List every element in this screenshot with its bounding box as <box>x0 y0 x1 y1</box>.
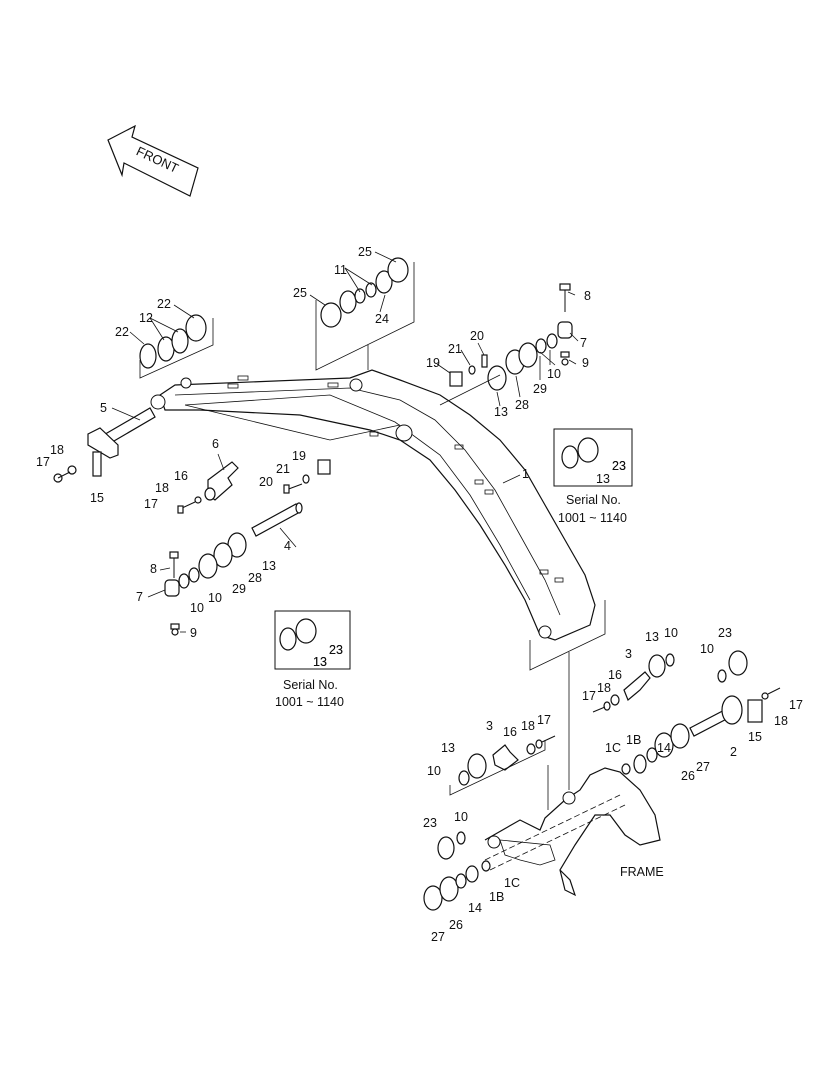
serial-box-upper: 13 23 Serial No. 1001 ~ 1140 <box>553 428 633 525</box>
callout: 20 <box>259 475 273 489</box>
callout: 1B <box>626 733 641 747</box>
lower-left-bushing-group <box>164 532 247 636</box>
callout: 16 <box>608 668 622 682</box>
callout: 23 <box>423 816 437 830</box>
callout: 13 <box>494 405 508 419</box>
right-lower-pin-group <box>592 650 781 775</box>
frame-label: FRAME <box>620 865 664 879</box>
callout: 13 <box>441 741 455 755</box>
callout: 26 <box>449 918 463 932</box>
callout: 9 <box>190 626 197 640</box>
boom-body <box>150 369 596 641</box>
callout: 10 <box>190 601 204 615</box>
callout: 18 <box>597 681 611 695</box>
serial-item-23: 23 <box>329 643 343 657</box>
callout: 19 <box>426 356 440 370</box>
callout: 5 <box>100 401 107 415</box>
callout: 20 <box>470 329 484 343</box>
frame: FRAME <box>484 767 664 897</box>
callout: 23 <box>718 626 732 640</box>
serial-item-13: 13 <box>313 655 327 669</box>
callout: 10 <box>700 642 714 656</box>
callout: 12 <box>139 311 153 325</box>
bottom-left-bushing-group <box>423 831 491 911</box>
callout: 16 <box>503 725 517 739</box>
callout: 29 <box>232 582 246 596</box>
callout: 8 <box>150 562 157 576</box>
callout: 10 <box>427 764 441 778</box>
callout: 19 <box>292 449 306 463</box>
callout: 23 <box>612 459 626 473</box>
callout: 10 <box>664 626 678 640</box>
pin-group-top-left <box>139 314 214 379</box>
callout: 9 <box>582 356 589 370</box>
callout: 21 <box>276 462 290 476</box>
callout: 27 <box>696 760 710 774</box>
callout: 17 <box>582 689 596 703</box>
callout: 13 <box>645 630 659 644</box>
callout: 3 <box>486 719 493 733</box>
leader-lines <box>111 251 579 633</box>
center-lower-pin-group <box>449 735 556 796</box>
callout: 14 <box>657 741 671 755</box>
callout: 23 <box>329 643 343 657</box>
callout: 11 <box>334 263 347 277</box>
callout: 14 <box>468 901 482 915</box>
callout: 22 <box>157 297 171 311</box>
callout: 17 <box>36 455 50 469</box>
callout: 13 <box>262 559 276 573</box>
callout: 27 <box>431 930 445 944</box>
callout: 7 <box>136 590 143 604</box>
serial-caption-line2: 1001 ~ 1140 <box>558 511 627 525</box>
callout: 4 <box>284 539 291 553</box>
callout: 15 <box>748 730 762 744</box>
serial-caption-line1: Serial No. <box>283 678 338 692</box>
mid-left-pin-group <box>177 461 239 514</box>
callout: 10 <box>208 591 222 605</box>
callout: 6 <box>212 437 219 451</box>
callout: 1C <box>504 876 520 890</box>
callout: 28 <box>515 398 529 412</box>
callout: 17 <box>144 497 158 511</box>
boom-foot-bracket <box>529 600 606 810</box>
pin-group-top-center <box>315 257 415 371</box>
callout: 8 <box>584 289 591 303</box>
callout: 17 <box>537 713 551 727</box>
callout: 2 <box>730 745 737 759</box>
callout: 29 <box>533 382 547 396</box>
center-pin-assembly <box>251 459 331 537</box>
callout: 16 <box>174 469 188 483</box>
callout: 7 <box>580 336 587 350</box>
front-arrow-icon: FRONT <box>107 124 199 197</box>
callout: 3 <box>625 647 632 661</box>
callout: 26 <box>681 769 695 783</box>
callout: 10 <box>454 810 468 824</box>
callout: 21 <box>448 342 462 356</box>
serial-caption-line1: Serial No. <box>566 493 621 507</box>
callout: 1 <box>522 467 529 481</box>
callout: 18 <box>50 443 64 457</box>
callout: 13 <box>313 655 327 669</box>
serial-caption-line2: 1001 ~ 1140 <box>275 695 344 709</box>
callout: 15 <box>90 491 104 505</box>
callout: 25 <box>358 245 372 259</box>
serial-item-13: 13 <box>596 472 610 486</box>
callout: 17 <box>789 698 803 712</box>
callout: 22 <box>115 325 129 339</box>
pin-group-right-upper <box>439 283 573 406</box>
callout-labels: 1 2 3 3 4 5 6 7 7 8 8 9 9 10 10 10 10 10… <box>36 245 803 944</box>
callout: 24 <box>375 312 389 326</box>
serial-item-23: 23 <box>612 459 626 473</box>
left-pin-assembly <box>53 407 156 483</box>
callout: 1B <box>489 890 504 904</box>
callout: 28 <box>248 571 262 585</box>
callout: 1C <box>605 741 621 755</box>
callout: 18 <box>521 719 535 733</box>
callout: 10 <box>547 367 561 381</box>
callout: 18 <box>155 481 169 495</box>
callout: 18 <box>774 714 788 728</box>
callout: 25 <box>293 286 307 300</box>
serial-box-lower: 13 23 Serial No. 1001 ~ 1140 <box>274 610 351 709</box>
